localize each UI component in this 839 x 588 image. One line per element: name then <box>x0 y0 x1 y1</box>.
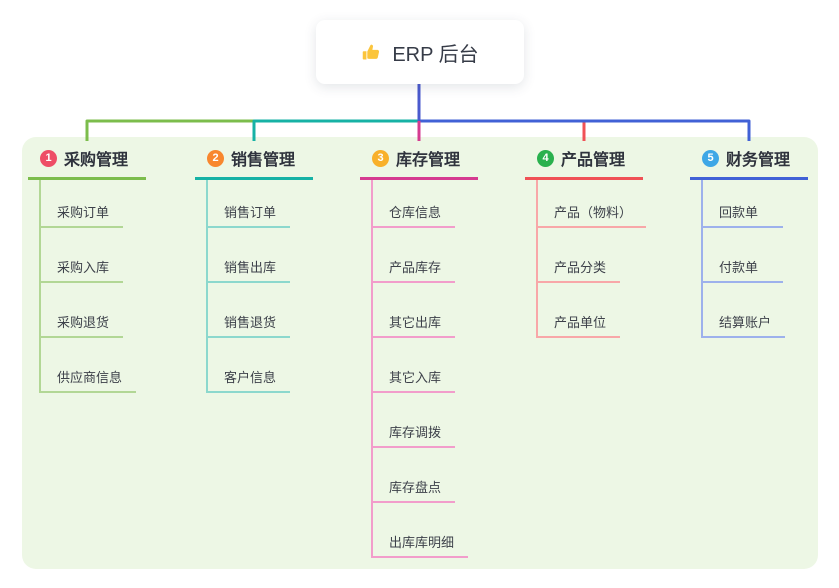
child-label: 采购入库 <box>57 260 110 275</box>
child-node[interactable]: 产品库存 <box>373 228 456 283</box>
branch-number-badge: 2 <box>207 149 224 167</box>
child-label: 其它出库 <box>389 315 442 330</box>
child-label: 供应商信息 <box>57 370 123 385</box>
child-node[interactable]: 产品（物料） <box>538 180 647 228</box>
child-label: 产品（物料） <box>554 205 633 220</box>
branch-header[interactable]: 3 库存管理 <box>360 146 478 180</box>
root-label: ERP 后台 <box>392 43 479 66</box>
child-node[interactable]: 库存盘点 <box>373 448 456 503</box>
branch-children: 采购订单采购入库采购退货供应商信息 <box>39 180 146 393</box>
branch-number-badge: 4 <box>537 149 554 167</box>
child-node[interactable]: 采购退货 <box>41 283 124 338</box>
child-node[interactable]: 付款单 <box>703 228 783 283</box>
child-node[interactable]: 采购入库 <box>41 228 124 283</box>
child-node[interactable]: 结算账户 <box>703 283 786 338</box>
branch-children: 产品（物料） 产品分类产品单位 <box>536 180 647 338</box>
branch-header[interactable]: 1 采购管理 <box>28 146 146 180</box>
branch-header[interactable]: 4 产品管理 <box>525 146 643 180</box>
branch-4: 4 产品管理 产品（物料） 产品分类产品单位 <box>525 146 647 338</box>
child-node[interactable]: 出库库明细 <box>373 503 469 558</box>
child-node[interactable]: 其它出库 <box>373 283 456 338</box>
child-node[interactable]: 采购订单 <box>41 180 124 228</box>
child-label: 出库库明细 <box>389 535 455 550</box>
branch-label: 采购管理 <box>64 152 129 169</box>
child-label: 产品库存 <box>389 260 442 275</box>
child-label: 销售订单 <box>224 205 277 220</box>
child-label: 产品单位 <box>554 315 607 330</box>
child-node[interactable]: 产品单位 <box>538 283 621 338</box>
child-node[interactable]: 销售退货 <box>208 283 291 338</box>
child-node[interactable]: 供应商信息 <box>41 338 137 393</box>
branch-number-badge: 3 <box>372 149 389 167</box>
branch-5: 5 财务管理 回款单付款单结算账户 <box>690 146 808 338</box>
branch-children: 回款单付款单结算账户 <box>701 180 808 338</box>
child-label: 采购退货 <box>57 315 110 330</box>
child-label: 结算账户 <box>719 315 772 330</box>
branch-children: 销售订单销售出库销售退货客户信息 <box>206 180 313 393</box>
child-label: 其它入库 <box>389 370 442 385</box>
branch-3: 3 库存管理 仓库信息产品库存其它出库其它入库库存调拨库存盘点出库库明细 <box>360 146 478 558</box>
child-node[interactable]: 库存调拨 <box>373 393 456 448</box>
thumbs-up-icon <box>361 42 382 63</box>
child-node[interactable]: 销售出库 <box>208 228 291 283</box>
child-label: 销售出库 <box>224 260 277 275</box>
child-label: 库存调拨 <box>389 425 442 440</box>
branch-label: 销售管理 <box>231 152 296 169</box>
branches-panel <box>22 137 818 569</box>
child-label: 产品分类 <box>554 260 607 275</box>
branch-label: 产品管理 <box>561 152 626 169</box>
branch-2: 2 销售管理 销售订单销售出库销售退货客户信息 <box>195 146 313 393</box>
child-node[interactable]: 其它入库 <box>373 338 456 393</box>
child-node[interactable]: 销售订单 <box>208 180 291 228</box>
child-label: 采购订单 <box>57 205 110 220</box>
branch-header[interactable]: 5 财务管理 <box>690 146 808 180</box>
child-node[interactable]: 回款单 <box>703 180 783 228</box>
branch-children: 仓库信息产品库存其它出库其它入库库存调拨库存盘点出库库明细 <box>371 180 478 558</box>
child-label: 回款单 <box>719 205 759 220</box>
branch-label: 财务管理 <box>726 152 791 169</box>
branch-1: 1 采购管理 采购订单采购入库采购退货供应商信息 <box>28 146 146 393</box>
child-node[interactable]: 仓库信息 <box>373 180 456 228</box>
child-node[interactable]: 客户信息 <box>208 338 291 393</box>
child-label: 销售退货 <box>224 315 277 330</box>
child-label: 仓库信息 <box>389 205 442 220</box>
child-label: 库存盘点 <box>389 480 442 495</box>
branch-label: 库存管理 <box>396 152 461 169</box>
branch-header[interactable]: 2 销售管理 <box>195 146 313 180</box>
branch-number-badge: 5 <box>702 149 719 167</box>
root-node[interactable]: ERP 后台 <box>316 20 524 84</box>
child-node[interactable]: 产品分类 <box>538 228 621 283</box>
child-label: 客户信息 <box>224 370 277 385</box>
branch-number-badge: 1 <box>40 149 57 167</box>
child-label: 付款单 <box>719 260 759 275</box>
